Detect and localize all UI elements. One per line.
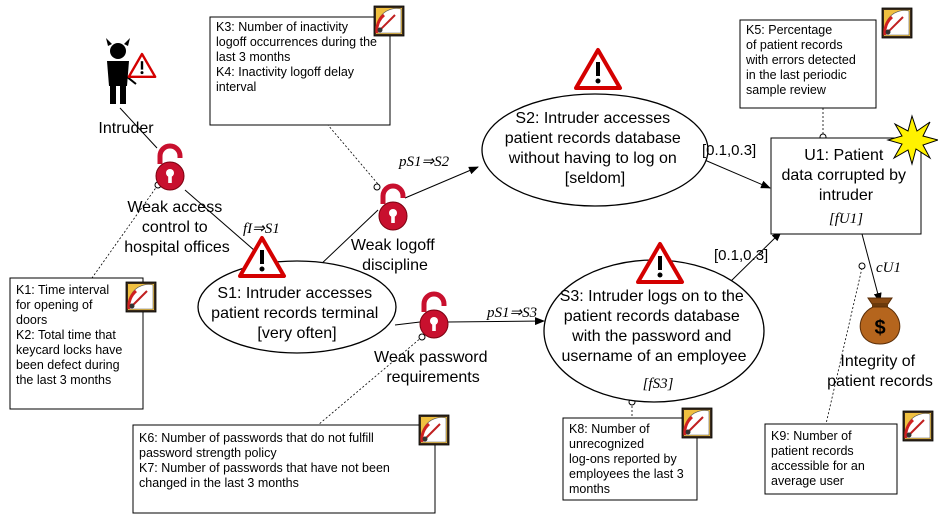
edge-label-f-i-s1: fI⇒S1 xyxy=(243,221,280,237)
vulnerability-v2: Weak logoff discipline xyxy=(351,237,439,274)
indicator-k6-k7 xyxy=(132,424,436,514)
edge-label-s3-u1: [0.1,0.3] xyxy=(714,247,768,264)
edge-s2-u1 xyxy=(699,157,771,189)
edge-intruder-v1 xyxy=(119,107,158,149)
scenario-s3-text: S3: Intruder logs on to the patient reco… xyxy=(560,288,749,365)
edge-label-p-s1-s3: pS1⇒S3 xyxy=(486,305,537,321)
edge-label-p-s1-s2: pS1⇒S2 xyxy=(398,154,450,170)
scenario-s3-likelihood: [fS3] xyxy=(643,376,674,392)
link-k3 xyxy=(321,117,379,185)
edge-v3-s3 xyxy=(447,317,545,326)
vulnerability-v3: Weak password requirements xyxy=(374,349,492,386)
asset-label: Integrity of patient records xyxy=(827,353,933,390)
threat-devil-icon xyxy=(106,38,137,104)
indicator-k9 xyxy=(764,423,898,495)
anchor-k9 xyxy=(858,262,866,270)
indicator-k5-text: K5: Percentage of patient records with e… xyxy=(745,23,859,97)
edge-label-c-u1: cU1 xyxy=(876,260,901,276)
indicator-k1-k2-text: K1: Time interval for opening of doors K… xyxy=(16,283,126,387)
incident-u1-text: U1: Patient data corrupted by intruder xyxy=(782,147,911,204)
anchor-k3 xyxy=(373,183,381,191)
unlocked-padlock-icon xyxy=(420,294,448,338)
edge-u1-asset xyxy=(861,233,882,303)
gauge-icon xyxy=(901,409,935,443)
threat-label: Intruder xyxy=(98,120,154,137)
indicator-k3-k4 xyxy=(209,16,391,126)
gauge-icon xyxy=(124,280,158,314)
edges xyxy=(119,107,882,326)
incident-u1-likelihood: [fU1] xyxy=(829,211,863,227)
edge-label-s2-u1: [0.1,0.3] xyxy=(702,142,756,159)
warning-icon xyxy=(574,48,622,90)
indicator-k8 xyxy=(562,417,698,501)
link-k6 xyxy=(317,336,423,426)
scenario-s2-text: S2: Intruder accesses patient records da… xyxy=(505,110,686,187)
gauge-icon xyxy=(880,6,914,40)
unlocked-padlock-icon xyxy=(156,146,184,190)
gauge-icon xyxy=(417,413,451,447)
scenario-s1-text: S1: Intruder accesses patient records te… xyxy=(211,285,383,342)
scenario-s1 xyxy=(197,260,397,354)
scenario-s2 xyxy=(481,93,709,207)
asset-symbol: $ xyxy=(874,317,885,339)
edge-s3-u1 xyxy=(727,231,782,285)
vulnerability-v1: Weak access control to hospital offices xyxy=(124,199,230,256)
gauge-icon xyxy=(680,406,714,440)
indicator-k6-k7-text: K6: Number of passwords that do not fulf… xyxy=(139,431,393,490)
indicator-k5 xyxy=(739,19,877,109)
money-bag-icon xyxy=(859,297,901,345)
gauge-icon xyxy=(372,4,406,38)
explosion-icon xyxy=(886,114,938,166)
unlocked-padlock-icon xyxy=(379,186,407,230)
edge-v2-s2 xyxy=(404,166,479,199)
anchor-k6 xyxy=(418,333,426,341)
warning-icon xyxy=(127,52,157,79)
edge-s1-v2 xyxy=(317,209,379,268)
indicator-k9-text: K9: Number of patient records accessible… xyxy=(771,429,868,488)
link-k9 xyxy=(825,267,863,425)
indicator-k3-k4-text: K3: Number of inactivity logoff occurren… xyxy=(216,20,380,94)
indicator-k8-text: K8: Number of unrecognized log-ons repor… xyxy=(569,422,687,496)
indicator-k1-k2 xyxy=(9,277,144,410)
indicator-links xyxy=(91,108,863,426)
edge-s1-v3 xyxy=(394,321,421,326)
